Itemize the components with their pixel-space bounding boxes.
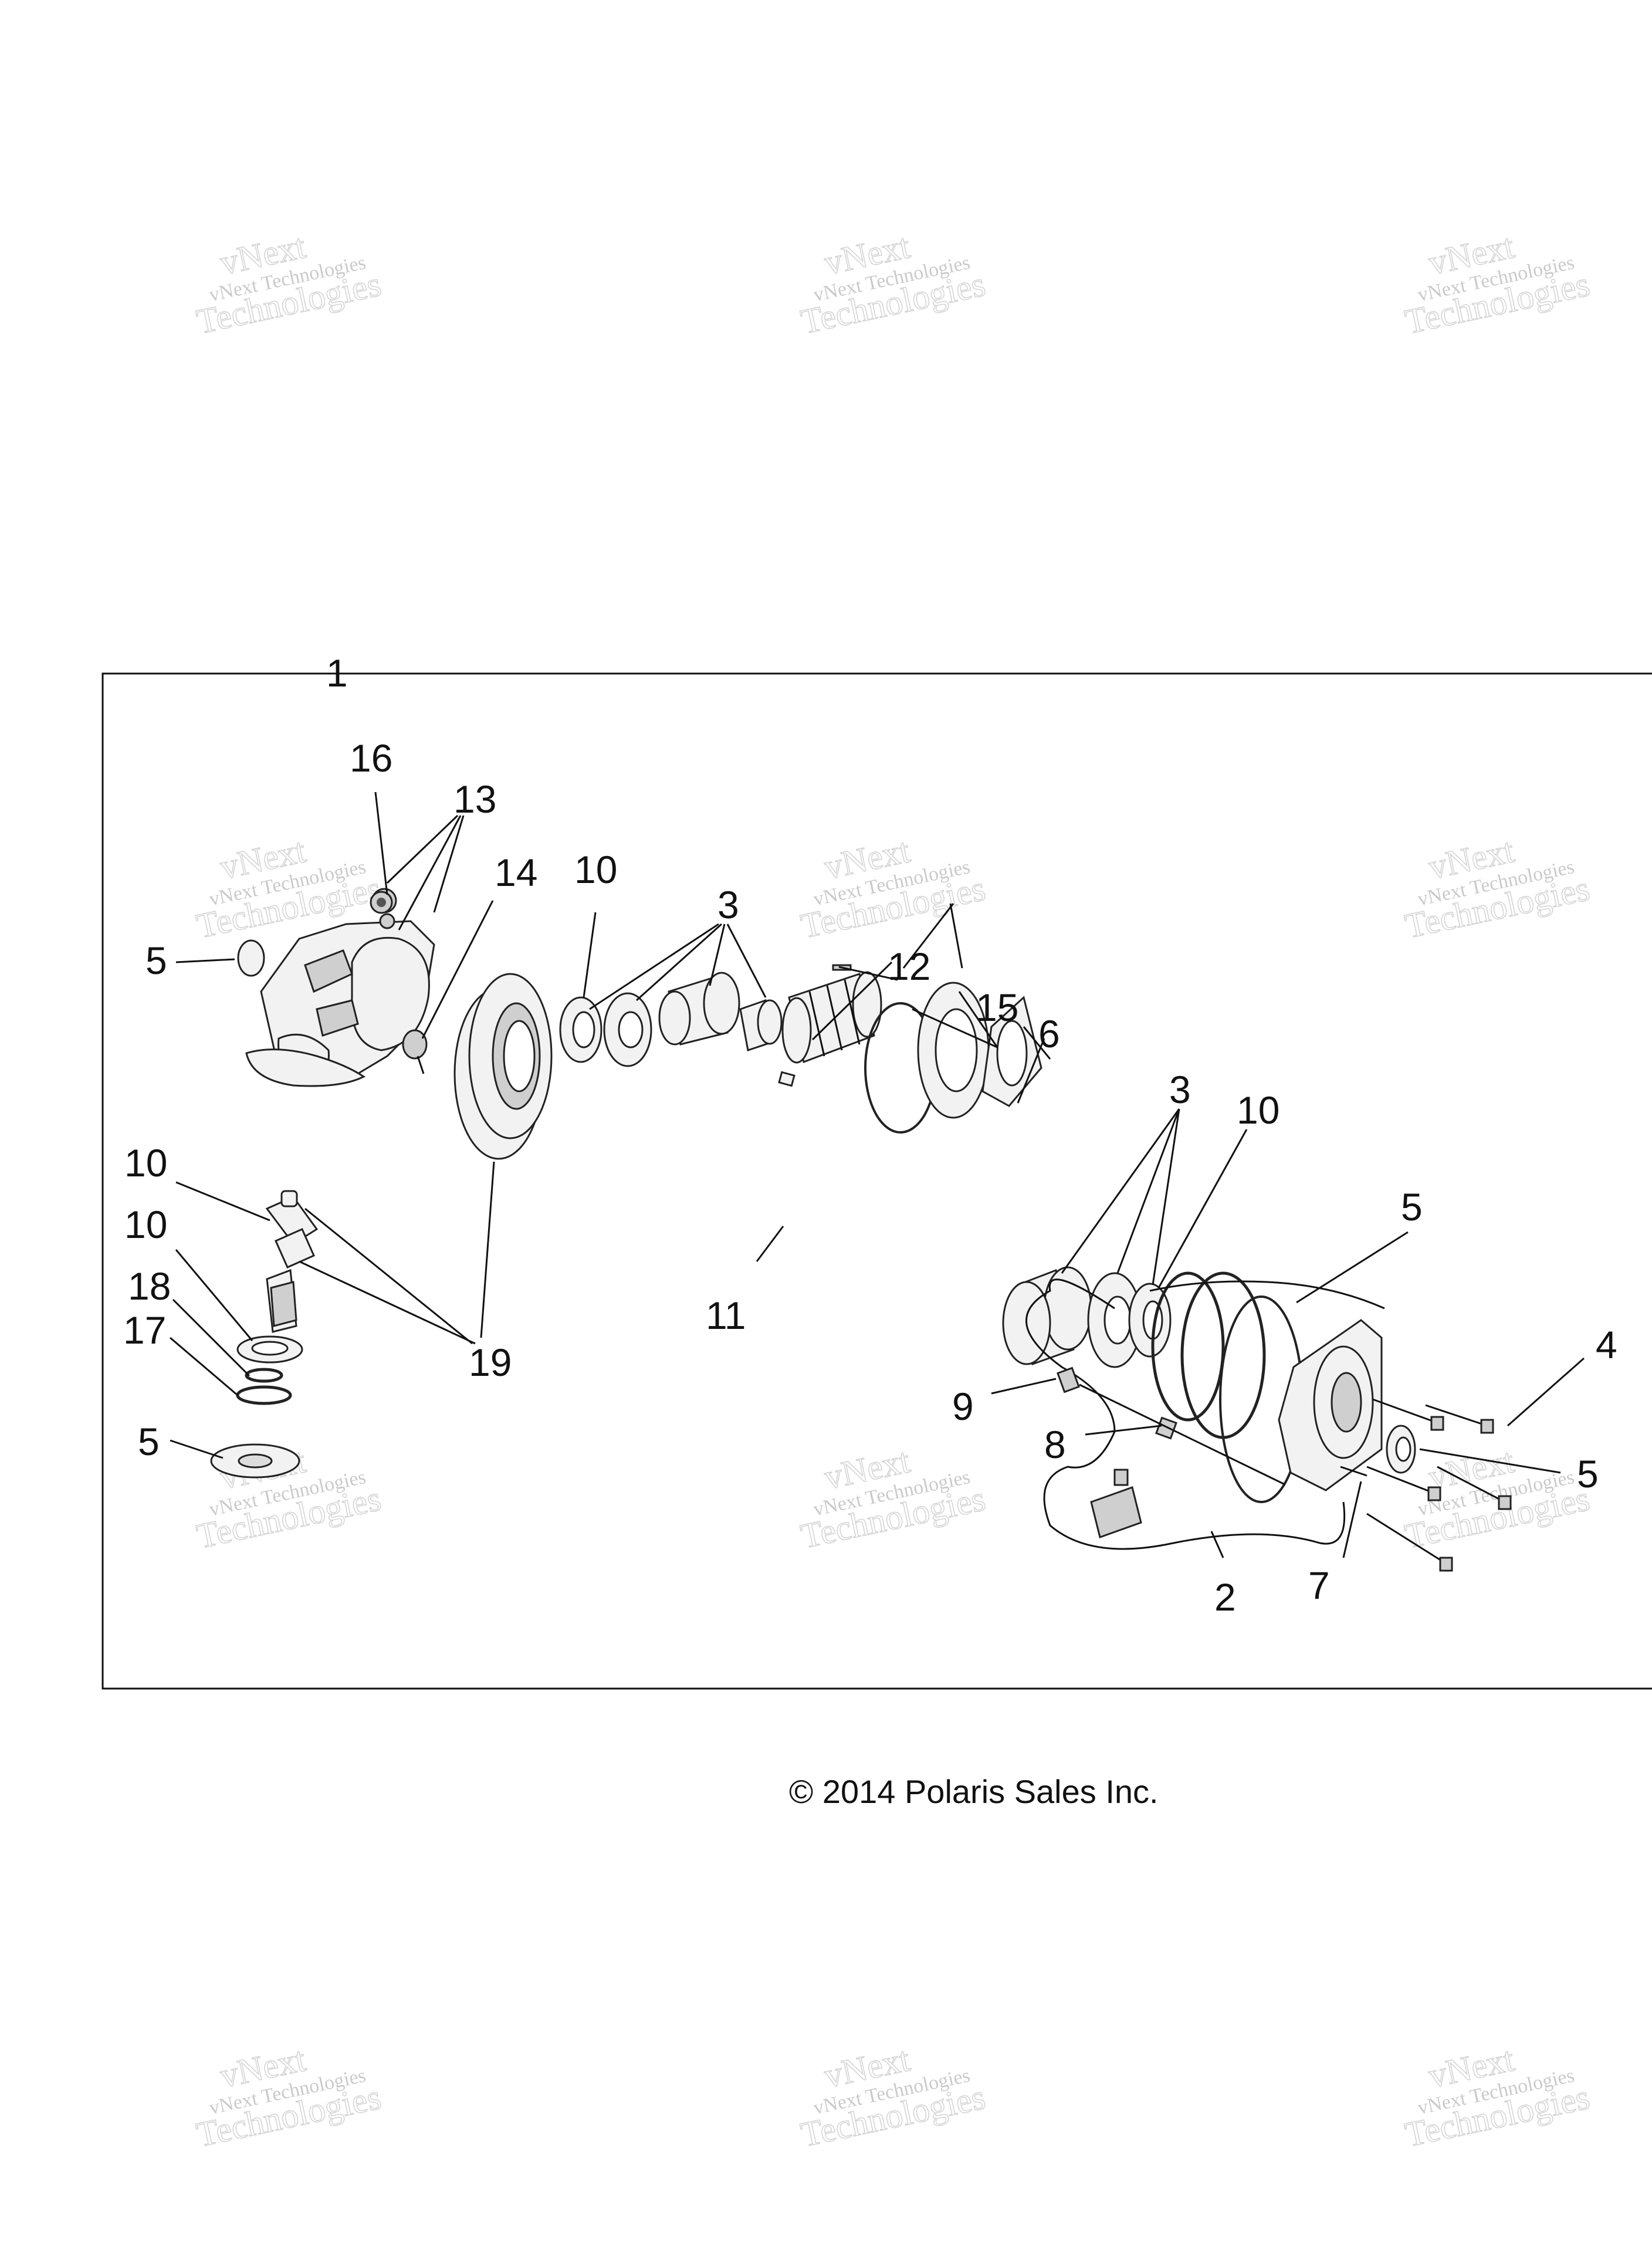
plate-15	[917, 982, 990, 1119]
callout-6: 6	[1038, 1012, 1060, 1056]
gearcase-housing	[245, 888, 435, 1087]
watermark: vNext vNext Technologies Technologies	[193, 226, 385, 341]
sensor-kit-boundary	[1025, 1278, 1346, 1550]
ring-18	[245, 1368, 283, 1383]
callout-12: 12	[888, 945, 930, 988]
assembly-frame	[101, 672, 1652, 1690]
callout-8: 8	[1044, 1423, 1066, 1466]
connector	[1113, 1469, 1129, 1486]
bushing-3-c	[739, 999, 783, 1051]
washer-3-a	[603, 992, 652, 1067]
callout-5: 5	[145, 939, 167, 982]
callout-10: 10	[574, 848, 617, 891]
sensor-kit-boundary-top	[1149, 1280, 1385, 1310]
callout-10: 10	[124, 1141, 167, 1185]
gearcase-cover	[1278, 1319, 1383, 1491]
watermark: vNext vNext Technologies Technologies	[1402, 226, 1593, 341]
callout-16: 16	[350, 736, 392, 780]
callout-17: 17	[123, 1308, 166, 1352]
callout-5: 5	[1577, 1452, 1599, 1496]
callout-9: 9	[952, 1385, 974, 1428]
callout-15: 15	[976, 986, 1018, 1029]
bolt-4-a	[1372, 1398, 1444, 1431]
pin-11	[778, 1071, 795, 1087]
seal-5-right	[1386, 1425, 1416, 1474]
callout-3: 3	[1169, 1068, 1191, 1111]
callout-13: 13	[453, 777, 496, 821]
ring-17	[236, 1385, 292, 1405]
leader-lines	[170, 791, 1585, 1558]
watermark: vNext vNext Technologies Technologies	[797, 830, 989, 946]
watermark: vNext vNext Technologies Technologies	[1402, 830, 1593, 946]
bearing-10-lower	[236, 1335, 303, 1364]
pinion-shaft	[265, 1196, 319, 1333]
watermark: vNext vNext Technologies Technologies	[193, 1440, 385, 1556]
plug-14	[402, 1029, 428, 1074]
bolt-4-c	[1366, 1466, 1441, 1501]
watermark: vNext vNext Technologies Technologies	[1402, 2039, 1593, 2154]
ring-right-a	[1151, 1271, 1225, 1422]
callout-5: 5	[1401, 1185, 1423, 1229]
pin-7	[1340, 1466, 1367, 1477]
seal-5-left-bottom	[210, 1443, 300, 1479]
callout-5: 5	[138, 1420, 160, 1463]
callout-10: 10	[1237, 1088, 1279, 1132]
sensor-block	[1090, 1486, 1142, 1538]
callout-11: 11	[706, 1294, 746, 1337]
callout-19: 19	[469, 1341, 512, 1384]
callout-18: 18	[128, 1264, 171, 1308]
callout-3: 3	[717, 883, 739, 926]
hub-3-right	[1002, 1266, 1092, 1366]
callout-labels: 1 16 13 14 10 3 12 15 6 3 10 5 5 10 10 1…	[123, 651, 1617, 1619]
bearing-10-center	[559, 996, 602, 1063]
hub-3-b	[658, 972, 740, 1046]
watermark: vNext vNext Technologies Technologies	[193, 2039, 385, 2154]
dowel-19	[280, 1190, 298, 1207]
sensor-9	[1057, 1366, 1080, 1393]
seal-5-left-top	[237, 939, 265, 977]
watermark-group: vNext vNext Technologies Technologies vN…	[193, 226, 1593, 2154]
plug-16	[370, 891, 393, 914]
callout-2: 2	[1214, 1575, 1236, 1619]
watermark: vNext vNext Technologies Technologies	[797, 2039, 989, 2154]
callout-7: 7	[1308, 1564, 1330, 1607]
watermark: vNext vNext Technologies Technologies	[797, 226, 989, 341]
callout-4: 4	[1596, 1323, 1617, 1366]
callout-14: 14	[495, 851, 537, 894]
callout-1: 1	[326, 651, 348, 695]
callout-10: 10	[124, 1203, 167, 1246]
copyright-text: © 2014 Polaris Sales Inc.	[789, 1773, 1159, 1810]
watermark: vNext vNext Technologies Technologies	[797, 1440, 989, 1556]
ring-gear	[453, 973, 553, 1160]
roller-cage	[781, 971, 882, 1064]
sensor-wire	[1079, 1383, 1285, 1486]
bolt-4-b	[1425, 1404, 1494, 1434]
bolt-4-d	[1437, 1466, 1512, 1510]
bolt-4-e	[1366, 1513, 1453, 1572]
watermark: vNext vNext Technologies Technologies	[1402, 1440, 1593, 1556]
fitting-8	[1155, 1416, 1177, 1440]
plate-6	[981, 996, 1042, 1107]
